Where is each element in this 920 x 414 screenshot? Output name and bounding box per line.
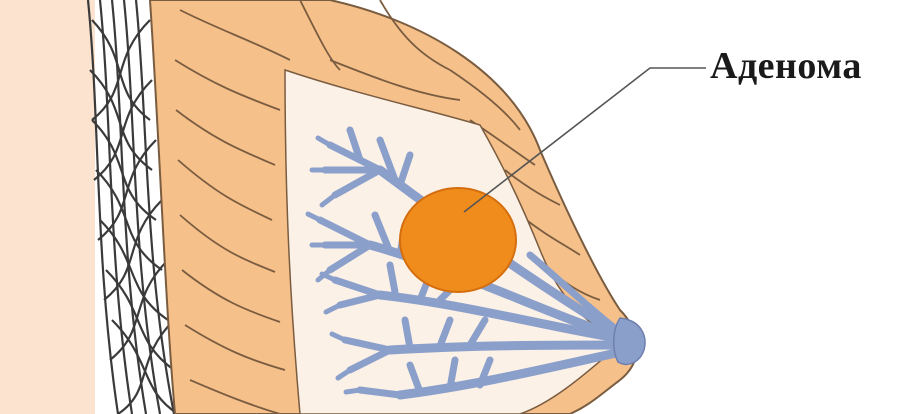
- adenoma-label: Аденома: [710, 44, 862, 88]
- skin-region: [0, 0, 95, 414]
- nipple-icon: [614, 318, 645, 364]
- adenoma-nodule-icon: [400, 188, 516, 292]
